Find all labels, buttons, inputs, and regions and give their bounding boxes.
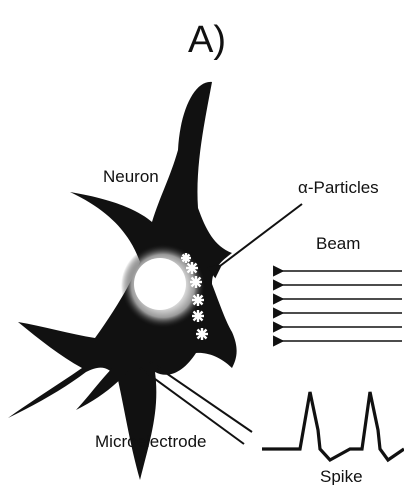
spike-trace — [262, 392, 404, 460]
beam-label: Beam — [316, 234, 360, 253]
beam-arrows — [282, 271, 402, 341]
impact-mark — [196, 328, 208, 340]
neuron-label: Neuron — [103, 167, 159, 186]
impact-mark — [186, 262, 198, 274]
spike-label: Spike — [320, 467, 363, 485]
impact-mark — [192, 294, 204, 306]
alpha-particles-pointer-arrow — [220, 204, 302, 266]
panel-label: A) — [188, 19, 226, 61]
impact-mark — [190, 276, 202, 288]
impact-mark — [192, 310, 204, 322]
alpha-particles-label: α-Particles — [298, 178, 379, 197]
microelectrode-label: Microelectrode — [95, 432, 207, 451]
